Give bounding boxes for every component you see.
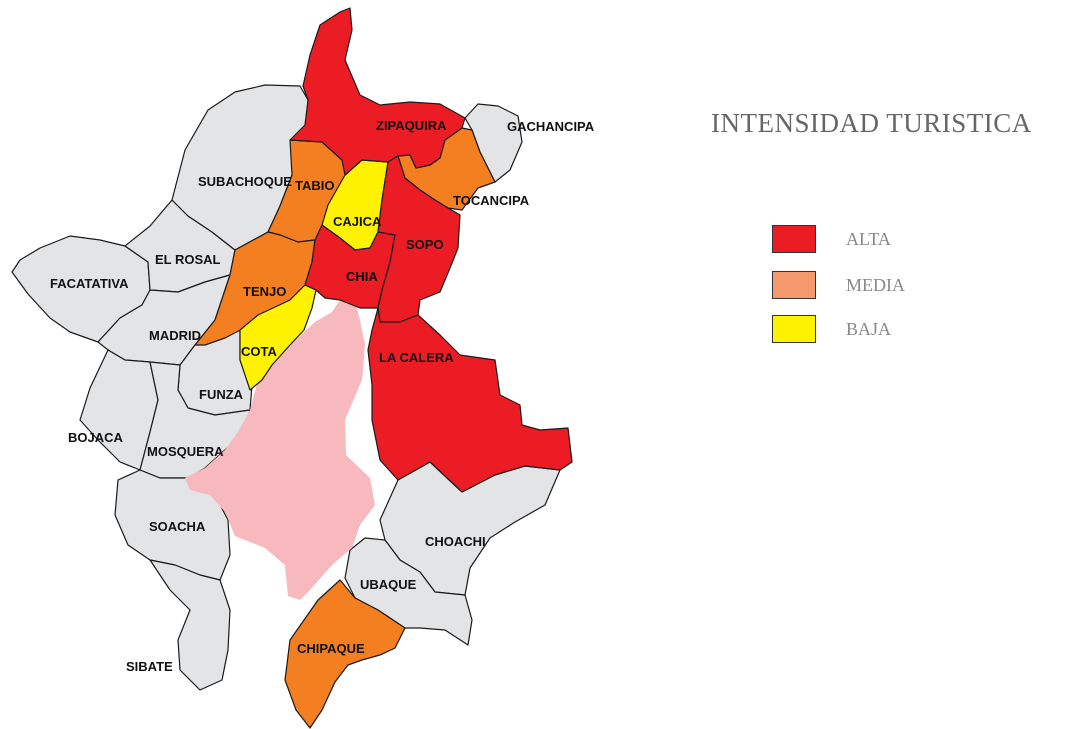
legend-label-baja: BAJA	[846, 318, 892, 339]
label-ubaque: UBAQUE	[360, 577, 417, 592]
legend-swatch-alta	[772, 225, 816, 253]
region-bogota[interactable]	[185, 300, 375, 600]
region-sopo[interactable]	[377, 155, 461, 323]
label-cota: COTA	[241, 344, 277, 359]
region-la-calera[interactable]	[367, 307, 573, 493]
label-el-rosal: EL ROSAL	[155, 252, 221, 267]
label-chipaque: CHIPAQUE	[297, 641, 365, 656]
label-funza: FUNZA	[199, 387, 244, 402]
label-tenjo: TENJO	[243, 284, 286, 299]
label-facatativa: FACATATIVA	[50, 276, 129, 291]
legend-item-media: MEDIA	[772, 271, 905, 299]
region-zipaquira[interactable]	[289, 7, 466, 176]
legend-swatch-baja	[772, 315, 816, 343]
label-bojaca: BOJACA	[68, 430, 124, 445]
region-chipaque[interactable]	[284, 579, 406, 729]
label-sibate: SIBATE	[126, 659, 173, 674]
label-madrid: MADRID	[149, 328, 201, 343]
legend-title: INTENSIDAD TURISTICA	[711, 108, 1032, 138]
legend-swatch-media	[772, 271, 816, 299]
label-sopo: SOPO	[406, 237, 444, 252]
label-tocancipa: TOCANCIPA	[453, 193, 530, 208]
label-la-calera: LA CALERA	[379, 350, 454, 365]
label-choachi: CHOACHI	[425, 534, 486, 549]
label-cajica: CAJICA	[333, 214, 382, 229]
region-sibate[interactable]	[149, 559, 231, 691]
legend-label-alta: ALTA	[846, 228, 891, 249]
label-tabio: TABIO	[295, 178, 334, 193]
legend-item-baja: BAJA	[772, 315, 891, 343]
label-chia: CHIA	[346, 269, 378, 284]
legend-label-media: MEDIA	[846, 274, 905, 295]
label-subachoque: SUBACHOQUE	[198, 174, 292, 189]
label-zipaquira: ZIPAQUIRA	[376, 118, 447, 133]
label-soacha: SOACHA	[149, 519, 206, 534]
legend-item-alta: ALTA	[772, 225, 891, 253]
label-gachancipa: GACHANCIPA	[507, 119, 595, 134]
label-mosquera: MOSQUERA	[147, 444, 224, 459]
region-soacha[interactable]	[114, 469, 231, 581]
